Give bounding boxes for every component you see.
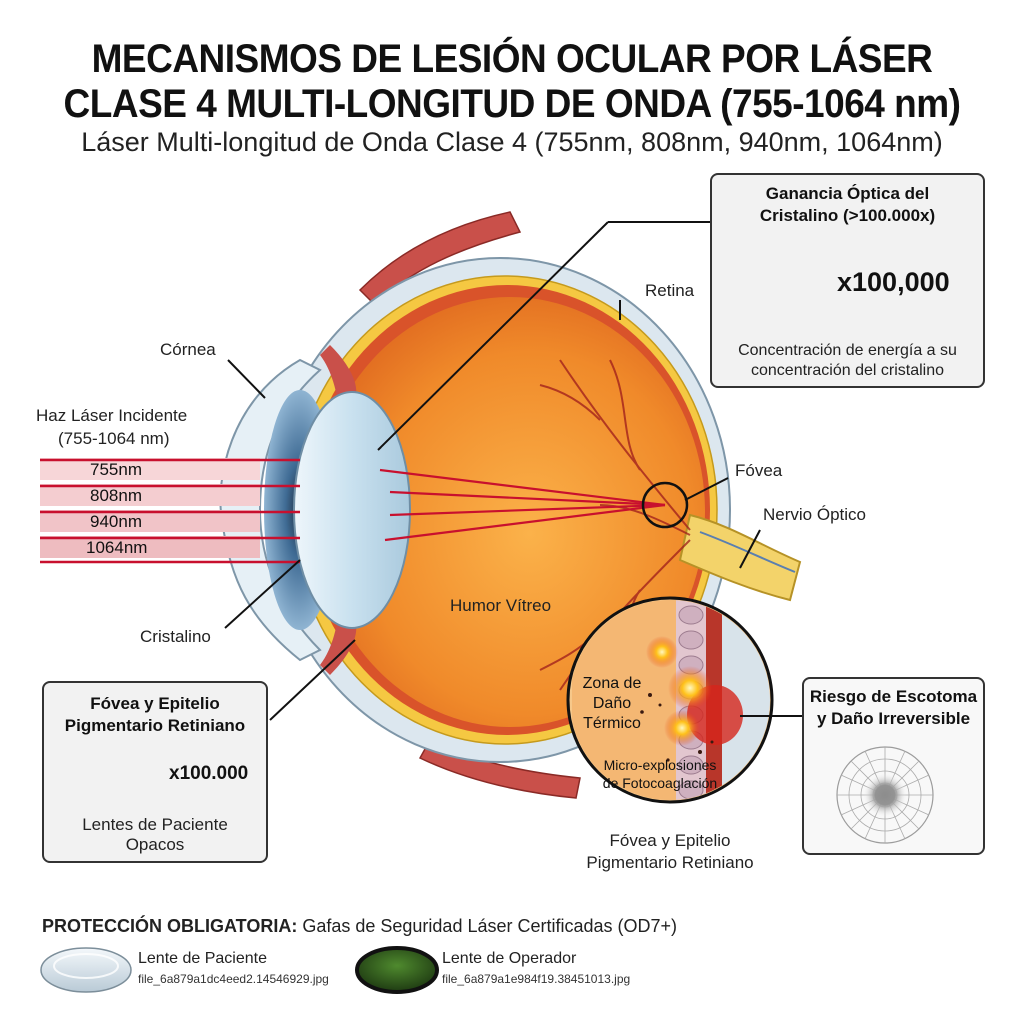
fovea-marker [641, 481, 689, 529]
fovea-multiplier: x100.000 [169, 763, 249, 784]
fovea-text-line2: Opacos [125, 835, 185, 854]
label-cristalino: Cristalino [140, 627, 211, 646]
label-beam-line2: (755-1064 nm) [58, 429, 170, 448]
label-zona-line1: Zona de [582, 675, 642, 692]
gain-title-line2: Cristalino (>100.000x) [759, 206, 936, 225]
fovea-epithelium-box: Fóvea y Epitelio Pigmentario Retiniano x… [42, 681, 268, 863]
wavelength-label: 1064nm [86, 538, 148, 557]
label-fovea-epi-line1: Fóvea y Epitelio [609, 831, 731, 850]
operator-lens-icon [355, 946, 439, 994]
fovea-title-line1: Fóvea y Epitelio [90, 694, 220, 713]
thermal-zoom-inset [566, 596, 774, 804]
label-micro-line2: de Fotocoaglación [602, 775, 718, 791]
protection-bold: PROTECCIÓN OBLIGATORIA: [42, 916, 298, 936]
protection-note: PROTECCIÓN OBLIGATORIA: Gafas de Segurid… [42, 916, 677, 937]
gain-text-line2: concentración del cristalino [751, 362, 944, 379]
label-zona-line2: Daño [592, 695, 632, 712]
wavelength-label: 755nm [90, 460, 142, 479]
gain-text-line1: Concentración de energía a su [738, 342, 957, 359]
gain-box-title: Ganancia Óptica del Cristalino (>100.000… [712, 183, 983, 227]
patient-lens-file: file_6a879a1dc4eed2.14546929.jpg [138, 972, 329, 986]
fovea-title-line2: Pigmentario Retiniano [64, 716, 246, 735]
label-fovea-epitelio: Fóvea y Epitelio Pigmentario Retiniano [560, 830, 780, 874]
crystalline-lens [293, 391, 411, 629]
label-retina: Retina [645, 281, 695, 300]
leader-lines [224, 221, 802, 721]
label-zona-dano: Zona de Daño Térmico [572, 674, 652, 734]
scotoma-risk-box: Riesgo de Escotoma y Daño Irreversible [802, 677, 985, 855]
laser-beams [40, 458, 666, 564]
operator-lens-file: file_6a879a1e984f19.38451013.jpg [442, 972, 631, 986]
label-fovea-epi-line2: Pigmentario Retiniano [586, 853, 754, 872]
gain-multiplier: x100,000 [837, 267, 950, 297]
risk-title-line2: y Daño Irreversible [816, 709, 971, 728]
label-humor-vitreo: Humor Vítreo [450, 596, 552, 615]
label-zona-line3: Térmico [583, 715, 641, 732]
risk-title-line1: Riesgo de Escotoma [809, 687, 978, 706]
gain-box-text: Concentración de energía a su concentrac… [712, 341, 983, 381]
page-subtitle: Láser Multi-longitud de Onda Clase 4 (75… [81, 127, 943, 157]
operator-lens-label: Lente de Operador [442, 950, 577, 967]
label-fovea: Fóvea [735, 461, 783, 480]
protection-text: Gafas de Seguridad Láser Certificadas (O… [297, 916, 678, 936]
wavelength-label: 940nm [90, 512, 142, 531]
optical-gain-box: Ganancia Óptica del Cristalino (>100.000… [710, 173, 985, 388]
patient-lens-icon [40, 947, 132, 993]
patient-lens-label: Lente de Paciente [138, 950, 267, 967]
fovea-box-title: Fóvea y Epitelio Pigmentario Retiniano [44, 693, 266, 737]
label-cornea: Córnea [160, 340, 216, 359]
fovea-box-text: Lentes de Paciente Opacos [44, 815, 266, 855]
label-micro-explosiones: Micro-explosiones de Fotocoaglación [585, 756, 735, 792]
fovea-text-line1: Lentes de Paciente [82, 815, 228, 834]
page-title-line1: MECANISMOS DE LESIÓN OCULAR POR LÁSER [91, 36, 933, 81]
risk-box-title: Riesgo de Escotoma y Daño Irreversible [804, 686, 983, 730]
label-nervio-optico: Nervio Óptico [763, 505, 866, 524]
label-micro-line1: Micro-explosiones [603, 757, 717, 773]
page-title-line2: CLASE 4 MULTI-LONGITUD DE ONDA (755-1064… [63, 81, 961, 126]
gain-title-line1: Ganancia Óptica del [765, 184, 930, 203]
label-beam-line1: Haz Láser Incidente [36, 406, 188, 425]
wavelength-label: 808nm [90, 486, 142, 505]
